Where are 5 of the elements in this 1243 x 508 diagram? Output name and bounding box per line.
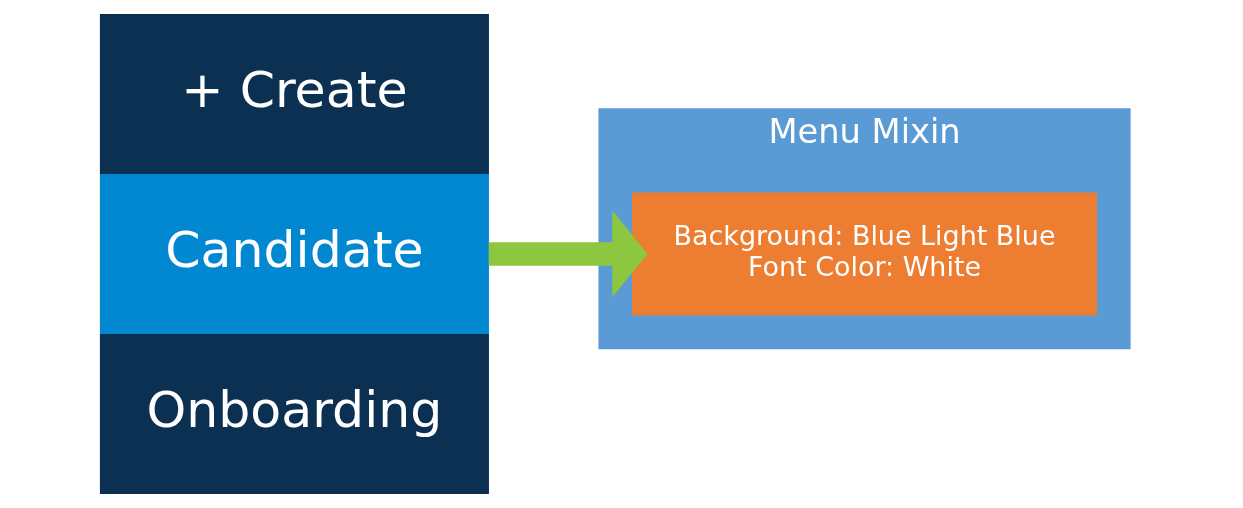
node-box: Onboarding xyxy=(99,334,489,494)
arrow xyxy=(488,210,648,298)
node-box: Background: Blue Light Blue Font Color: White xyxy=(631,192,1097,316)
node-box: + Create xyxy=(99,14,489,174)
node-box: Candidate xyxy=(99,174,489,334)
